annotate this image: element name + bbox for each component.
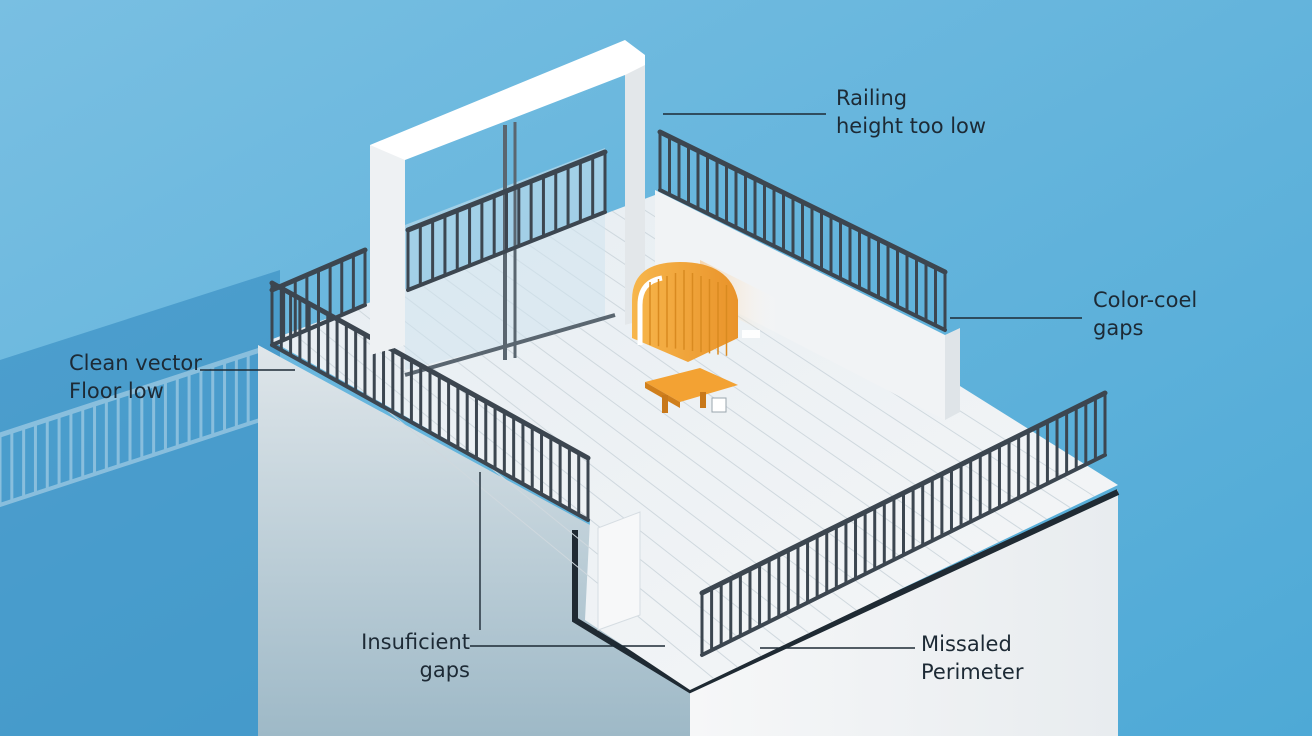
door-sill [404, 313, 616, 377]
callout-line: gaps [1093, 316, 1144, 340]
orange-shed [632, 262, 760, 362]
building-right-wall [690, 490, 1118, 736]
callout-line: Floor low [69, 379, 164, 403]
callout-line: Clean vector [69, 351, 202, 375]
door-frame-left-post [370, 145, 405, 355]
callout-line: height too low [836, 114, 987, 138]
callout-line: Color-coel [1093, 288, 1198, 312]
callout-line: gaps [419, 658, 470, 682]
door-frame-side [625, 65, 645, 325]
corner-notch-block [597, 511, 641, 631]
callout-clean-vector: Clean vector Floor low [69, 349, 202, 405]
railing-back-right [657, 129, 948, 332]
callout-insufficient-gaps: Insuficient gaps [352, 628, 470, 684]
back-parapet-wall [655, 190, 945, 420]
railings [269, 129, 1108, 657]
railing-front-left [269, 280, 591, 522]
roof-edge-trim [572, 489, 1120, 694]
orange-table [645, 368, 738, 413]
railing-left-corner [269, 247, 368, 347]
callout-missaled-perimeter: Missaled Perimeter [921, 630, 1023, 686]
building-shadow [0, 270, 280, 736]
callout-color-coel: Color-coel gaps [1093, 286, 1197, 342]
callout-line: Railing [836, 86, 908, 110]
parapet-side [945, 328, 960, 420]
railing-front-right [699, 390, 1108, 657]
building-left-wall [258, 345, 690, 736]
callout-line: Perimeter [921, 660, 1024, 684]
callout-line: Missaled [921, 632, 1012, 656]
leader-lines [200, 113, 1082, 649]
callout-railing-height: Railing height too low [836, 84, 986, 140]
callout-line: Insuficient [361, 630, 470, 654]
railing-door-back [405, 149, 608, 292]
door-frame [370, 40, 645, 355]
